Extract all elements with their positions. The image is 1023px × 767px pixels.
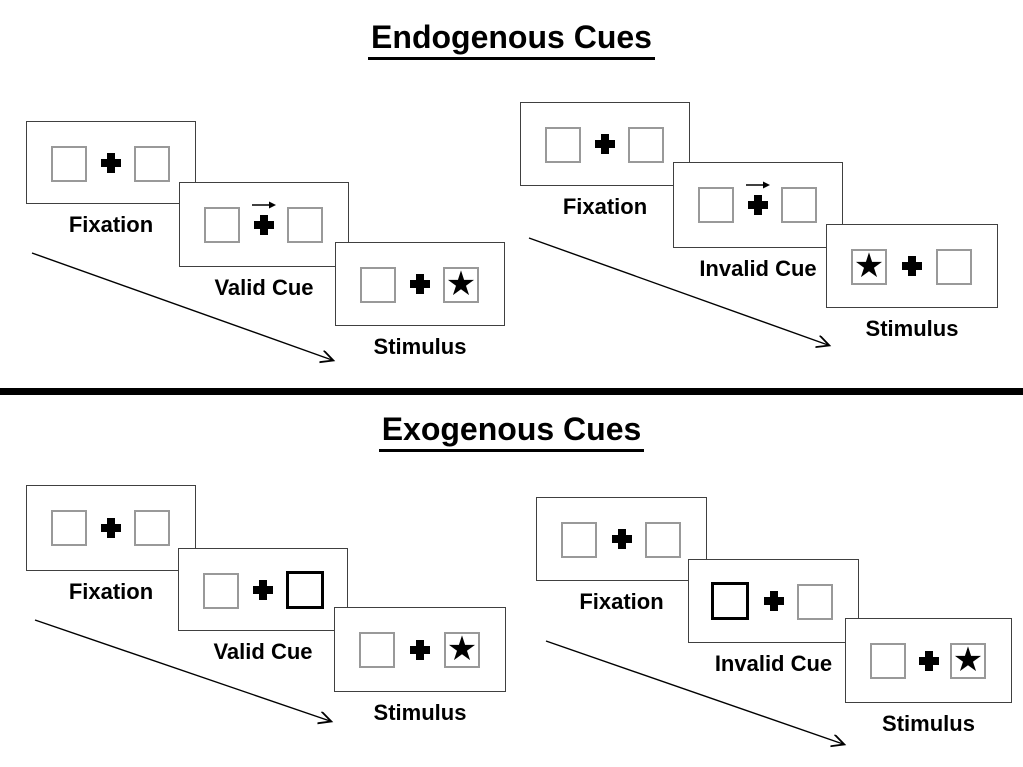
flow-arrow-exogenous-valid [34,619,330,721]
cue-right-arrow-icon [252,201,276,209]
label-exogenous-invalid-stimulus: Stimulus [882,711,975,736]
left-box [51,146,87,182]
right-box [134,510,170,546]
plus-icon [253,579,273,600]
left-box-stimulus: ★ [851,249,887,285]
label-endogenous-invalid-stimulus: Stimulus [865,316,959,341]
panel-exogenous-valid-fixation [26,485,196,571]
plus-icon [902,256,922,276]
panel-exogenous-invalid-fixation [536,497,707,581]
panel-endogenous-valid-fixation [26,121,196,204]
left-box [545,127,581,163]
star-icon: ★ [853,246,885,286]
exogenous-section-title: Exogenous Cues [0,411,1023,453]
right-box-cue [286,571,324,609]
plus-icon [611,529,632,549]
endogenous-section-title: Endogenous Cues [0,19,1023,61]
panel-endogenous-invalid-fixation [520,102,690,186]
left-box [698,187,734,223]
label-exogenous-invalid-invalid-cue: Invalid Cue [714,651,833,676]
cue-right-arrow-icon [746,181,770,189]
right-box-stimulus: ★ [950,643,986,679]
plus-icon [101,152,121,173]
flow-arrow-endogenous-invalid [528,237,828,345]
label-endogenous-valid-valid-cue: Valid Cue [214,275,314,300]
left-box [359,632,395,668]
right-box [287,207,323,243]
panel-endogenous-invalid-stimulus: ★ [826,224,998,308]
left-box-cue [711,582,749,620]
plus-icon [410,274,430,294]
right-box [134,146,170,182]
right-box-stimulus: ★ [443,267,479,303]
plus-icon [763,591,784,611]
right-box [936,249,972,285]
panel-exogenous-invalid-invalid-cue [688,559,859,643]
panel-exogenous-valid-valid-cue [178,548,348,631]
left-box [870,643,906,679]
left-box [51,510,87,546]
plus-icon [748,195,768,215]
label-exogenous-invalid-fixation: Fixation [579,589,664,614]
label-endogenous-invalid-fixation: Fixation [562,194,648,219]
left-box [204,207,240,243]
right-box [645,522,681,558]
label-endogenous-invalid-invalid-cue: Invalid Cue [699,256,817,281]
right-box [781,187,817,223]
right-box [797,584,833,620]
panel-endogenous-invalid-invalid-cue [673,162,843,248]
exogenous-title-text: Exogenous Cues [378,411,645,453]
label-endogenous-valid-stimulus: Stimulus [373,334,467,359]
star-icon: ★ [952,640,984,680]
label-exogenous-valid-valid-cue: Valid Cue [213,639,313,664]
right-box-stimulus: ★ [444,632,480,668]
left-box [360,267,396,303]
label-exogenous-valid-stimulus: Stimulus [373,700,467,725]
panel-exogenous-invalid-stimulus: ★ [845,618,1012,703]
plus-icon [254,214,274,235]
right-box [628,127,664,163]
panel-endogenous-valid-valid-cue [179,182,349,267]
left-box [203,573,239,609]
plus-icon [101,518,121,538]
section-divider [0,388,1023,395]
panel-exogenous-valid-stimulus: ★ [334,607,506,692]
plus-icon [918,650,939,671]
panel-endogenous-valid-stimulus: ★ [335,242,505,326]
plus-icon [410,639,430,660]
star-icon: ★ [445,264,477,304]
star-icon: ★ [446,629,478,669]
plus-icon [595,134,615,154]
flow-arrow-endogenous-valid [31,252,332,360]
label-exogenous-valid-fixation: Fixation [68,579,154,604]
endogenous-title-text: Endogenous Cues [368,19,655,61]
label-endogenous-valid-fixation: Fixation [68,212,154,237]
left-box [561,522,597,558]
